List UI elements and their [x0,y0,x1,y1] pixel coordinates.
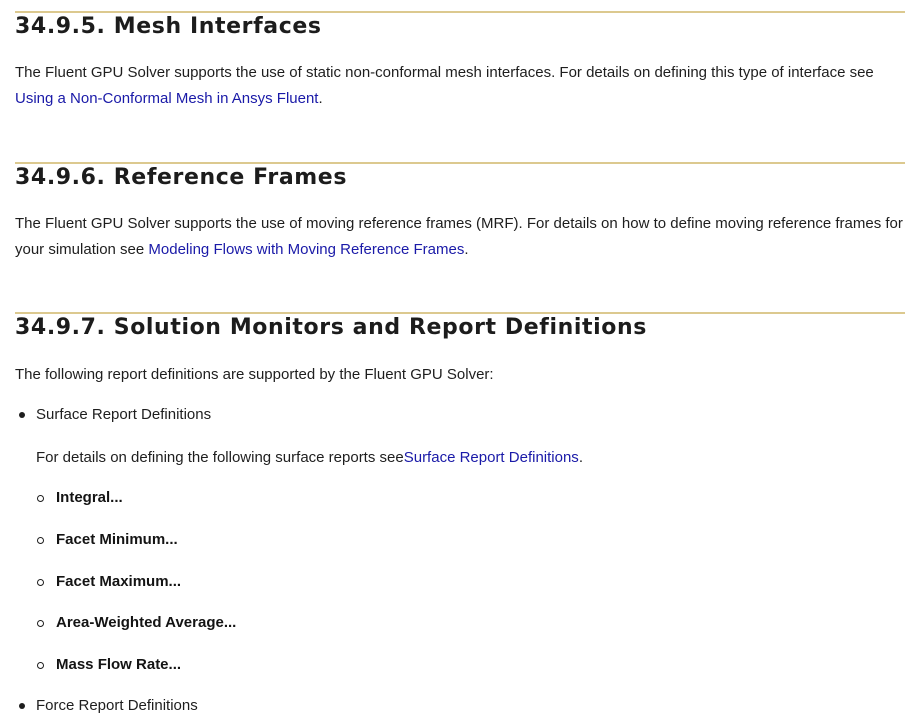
paragraph-text: . [578,449,583,466]
list-item-facet-maximum: Facet Maximum... [56,573,182,590]
bullet-disc [19,703,25,709]
bullet-circle [37,495,44,502]
paragraph-reference-frames: The Fluent GPU Solver supports the use o… [15,211,905,263]
link-moving-reference-frames[interactable]: Modeling Flows with Moving Reference Fra… [148,241,465,258]
paragraph-surface-details: For details on defining the following su… [36,445,896,471]
paragraph-report-intro: The following report definitions are sup… [15,366,494,383]
bullet-disc [19,412,25,418]
paragraph-text: The Fluent GPU Solver supports the use o… [15,64,874,81]
paragraph-text: For details on defining the following su… [36,449,404,466]
section-divider [15,162,905,164]
paragraph-text: . [318,90,323,107]
bullet-circle [37,620,44,627]
section-divider [15,312,905,314]
list-item-facet-minimum: Facet Minimum... [56,531,178,548]
heading-reference-frames: 34.9.6. Reference Frames [15,165,348,190]
paragraph-text: . [464,241,469,258]
heading-solution-monitors: 34.9.7. Solution Monitors and Report Def… [15,315,647,340]
section-divider [15,11,905,13]
list-item-force-reports: Force Report Definitions [36,697,198,714]
paragraph-mesh-interfaces: The Fluent GPU Solver supports the use o… [15,60,905,112]
link-non-conformal-mesh[interactable]: Using a Non-Conformal Mesh in Ansys Flue… [15,90,319,107]
bullet-circle [37,579,44,586]
list-item-area-weighted-average: Area-Weighted Average... [56,614,237,631]
list-item-mass-flow-rate: Mass Flow Rate... [56,656,182,673]
paragraph-text: The Fluent GPU Solver supports the use o… [15,215,903,258]
heading-mesh-interfaces: 34.9.5. Mesh Interfaces [15,14,322,39]
bullet-circle [37,537,44,544]
link-surface-report-definitions[interactable]: Surface Report Definitions [403,449,579,466]
bullet-circle [37,662,44,669]
list-item-integral: Integral... [56,489,123,506]
list-item-surface-reports: Surface Report Definitions [36,406,212,423]
